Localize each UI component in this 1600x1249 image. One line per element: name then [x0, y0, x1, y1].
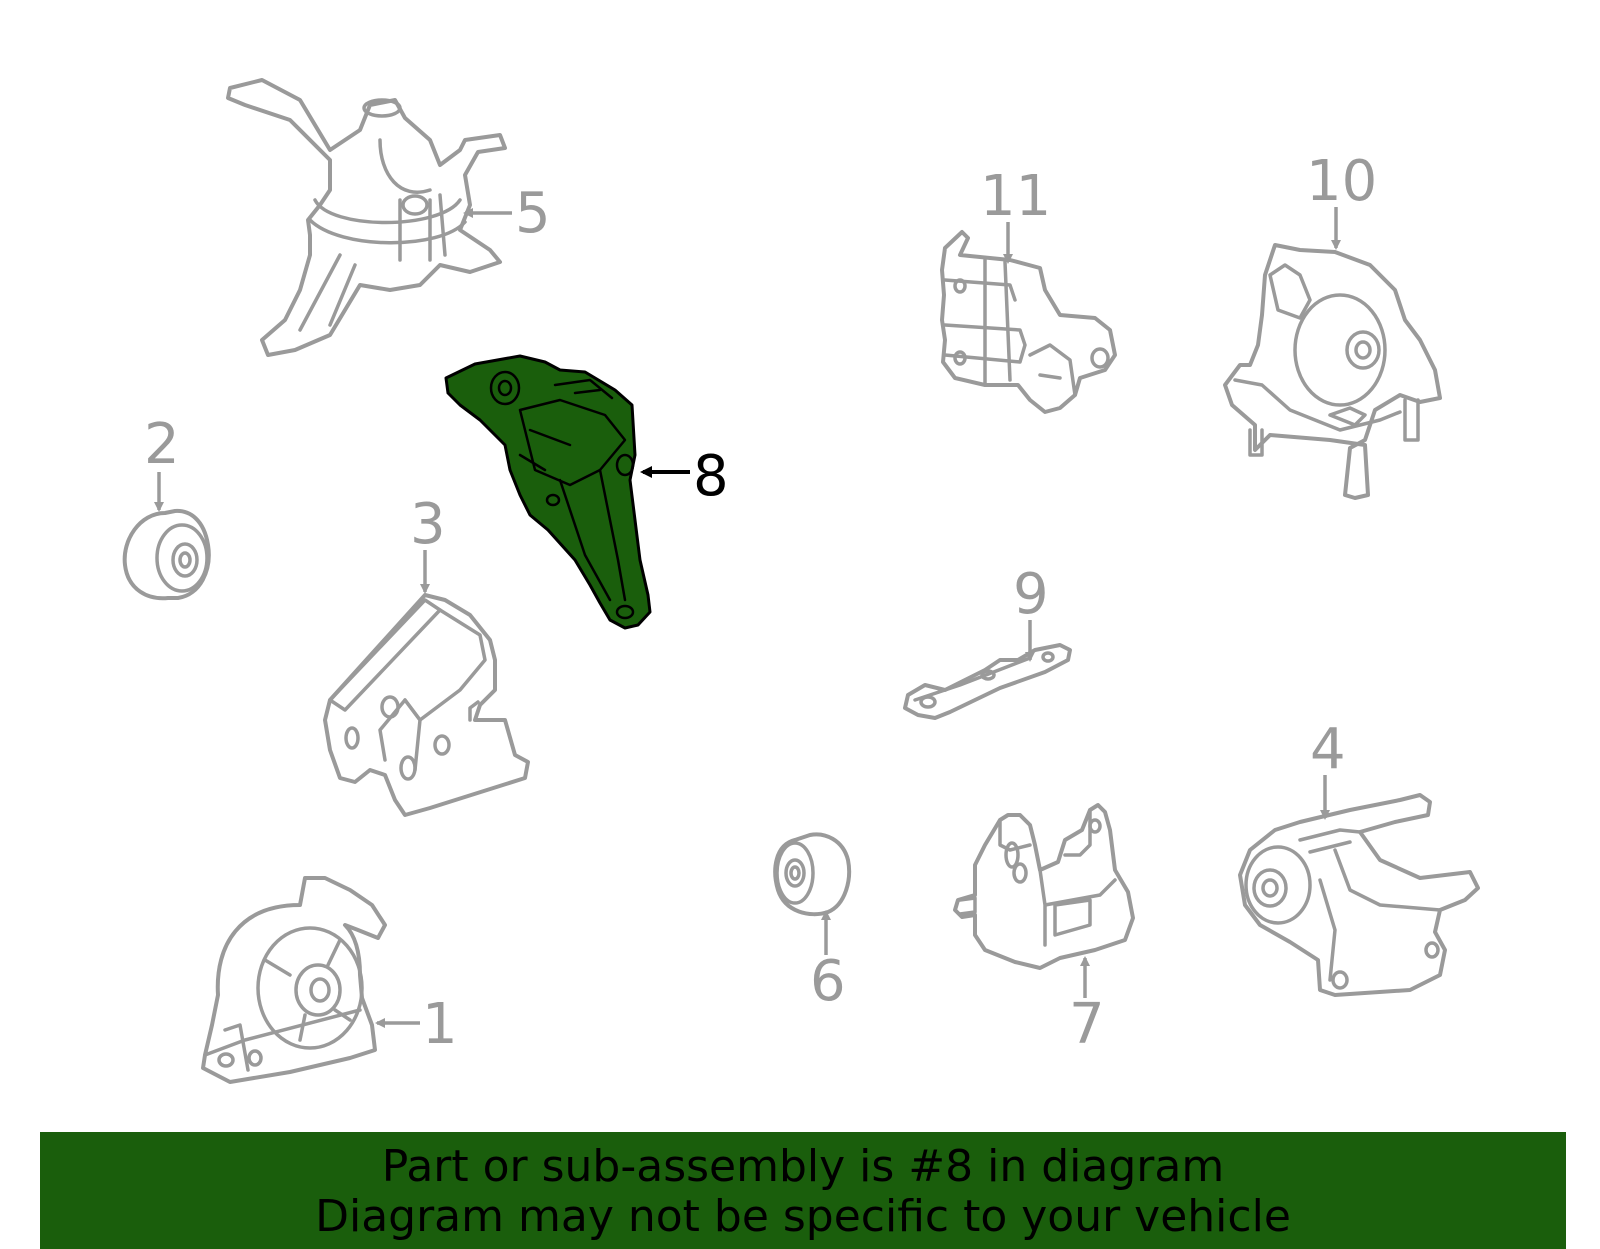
- part-10-mount[interactable]: [1223, 243, 1442, 500]
- callout-10: 10: [1306, 149, 1377, 214]
- part-3-bracket[interactable]: [323, 593, 530, 817]
- info-banner: Part or sub-assembly is #8 in diagram Di…: [40, 1132, 1566, 1249]
- part-6-bushing[interactable]: [773, 832, 852, 917]
- callout-3: 3: [410, 492, 446, 557]
- callout-1: 1: [422, 992, 458, 1057]
- callout-9: 9: [1013, 562, 1049, 627]
- part-5-engine-mount[interactable]: [226, 78, 507, 357]
- part-2-bushing[interactable]: [122, 508, 211, 601]
- callout-4: 4: [1310, 717, 1346, 782]
- callout-6: 6: [810, 949, 846, 1014]
- callout-8: 8: [693, 444, 729, 509]
- callout-5: 5: [515, 181, 551, 246]
- part-7-bracket[interactable]: [953, 803, 1135, 970]
- callout-2: 2: [144, 412, 180, 477]
- part-4-mount[interactable]: [1238, 793, 1480, 997]
- part-1-mount[interactable]: [201, 876, 387, 1084]
- callout-7: 7: [1069, 992, 1105, 1057]
- part-11-bracket[interactable]: [940, 230, 1117, 414]
- banner-line-2: Diagram may not be specific to your vehi…: [315, 1191, 1291, 1242]
- part-8-bracket-highlighted[interactable]: [444, 354, 652, 630]
- banner-line-1: Part or sub-assembly is #8 in diagram: [381, 1141, 1225, 1192]
- part-9-bracket[interactable]: [903, 643, 1072, 720]
- callout-11: 11: [980, 164, 1051, 229]
